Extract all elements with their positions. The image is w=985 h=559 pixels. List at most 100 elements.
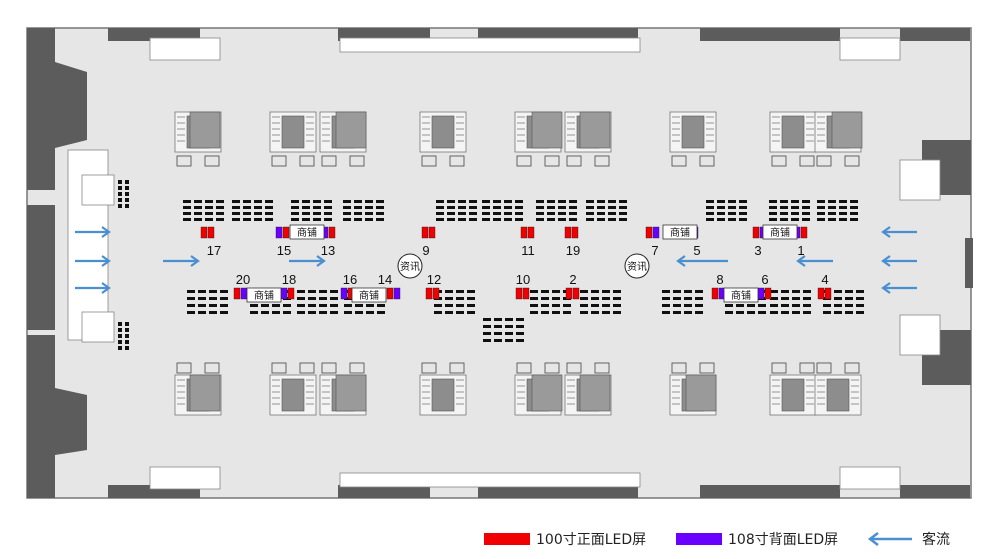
seat <box>781 311 789 314</box>
seat <box>515 212 523 215</box>
seat <box>205 206 213 209</box>
seat <box>515 206 523 209</box>
seat <box>343 200 351 203</box>
hall-floor <box>26 27 972 499</box>
info-desks-layer: 资讯资讯 <box>397 253 650 279</box>
seat <box>845 297 853 300</box>
booth-core <box>431 115 455 149</box>
seat <box>580 297 588 300</box>
seat <box>330 297 338 300</box>
seat <box>220 297 228 300</box>
seat <box>725 311 733 314</box>
booth-seat <box>699 155 715 167</box>
seat <box>803 304 811 307</box>
seat <box>283 304 291 307</box>
seat <box>747 304 755 307</box>
seat <box>493 206 501 209</box>
shops-layer: 商铺商铺商铺商铺商铺商铺 <box>246 224 798 303</box>
seat <box>856 304 864 307</box>
seat <box>483 332 491 335</box>
seat <box>330 290 338 293</box>
booth-seat <box>594 362 610 374</box>
seat <box>469 212 477 215</box>
booth-seat <box>771 155 787 167</box>
seat <box>552 311 560 314</box>
legend-back-swatch <box>676 533 722 545</box>
seat <box>695 297 703 300</box>
seat <box>308 297 316 300</box>
seat <box>706 200 714 203</box>
seat <box>547 218 555 221</box>
seat <box>376 200 384 203</box>
seat <box>802 212 810 215</box>
seat <box>530 297 538 300</box>
led-screen <box>522 287 530 300</box>
seat <box>791 218 799 221</box>
seat <box>725 304 733 307</box>
booth-seat <box>671 362 687 374</box>
flow-arrow-head <box>101 282 111 294</box>
seat <box>839 212 847 215</box>
booth-core <box>335 374 367 412</box>
seat <box>216 212 224 215</box>
seat <box>839 200 847 203</box>
seat <box>828 218 836 221</box>
seat <box>330 311 338 314</box>
led-screen <box>328 226 336 239</box>
seat <box>436 206 444 209</box>
seat <box>434 311 442 314</box>
seat <box>467 304 475 307</box>
flow-arrows-layer <box>75 226 917 294</box>
seat <box>662 297 670 300</box>
seat <box>747 311 755 314</box>
led-screen <box>800 226 808 239</box>
screen-number-12: 12 <box>427 272 441 287</box>
seat <box>467 290 475 293</box>
seat <box>483 325 491 328</box>
seat <box>597 200 605 203</box>
seat <box>817 218 825 221</box>
seat <box>613 290 621 293</box>
seat <box>684 304 692 307</box>
seat <box>376 206 384 209</box>
seat <box>187 290 195 293</box>
seat <box>845 311 853 314</box>
seat <box>216 218 224 221</box>
seat <box>261 304 269 307</box>
seat <box>254 200 262 203</box>
seat <box>728 206 736 209</box>
booth-seat <box>816 362 832 374</box>
seat <box>456 297 464 300</box>
screen-number-15: 15 <box>277 243 291 258</box>
screen-number-20: 20 <box>236 272 250 287</box>
shop-box <box>762 224 798 240</box>
seat <box>770 304 778 307</box>
seat <box>792 290 800 293</box>
booth-seat <box>299 155 315 167</box>
seat <box>482 218 490 221</box>
led-screen <box>824 287 832 300</box>
seat <box>536 206 544 209</box>
seat <box>845 304 853 307</box>
seat <box>209 290 217 293</box>
seat <box>536 200 544 203</box>
booth-core <box>579 111 611 149</box>
seat <box>187 304 195 307</box>
seat <box>343 212 351 215</box>
screen-number-2: 2 <box>569 272 576 287</box>
shop-label: 商铺 <box>359 289 379 302</box>
seat <box>445 304 453 307</box>
seat <box>558 218 566 221</box>
seat <box>482 200 490 203</box>
seat <box>792 311 800 314</box>
seat <box>297 304 305 307</box>
seat <box>232 206 240 209</box>
legend-front-label: 100寸正面LED屏 <box>536 532 647 548</box>
seat <box>291 218 299 221</box>
booth-seat <box>544 362 560 374</box>
seat <box>802 200 810 203</box>
booth-seat <box>816 155 832 167</box>
seat <box>613 304 621 307</box>
booth-core <box>531 111 563 149</box>
